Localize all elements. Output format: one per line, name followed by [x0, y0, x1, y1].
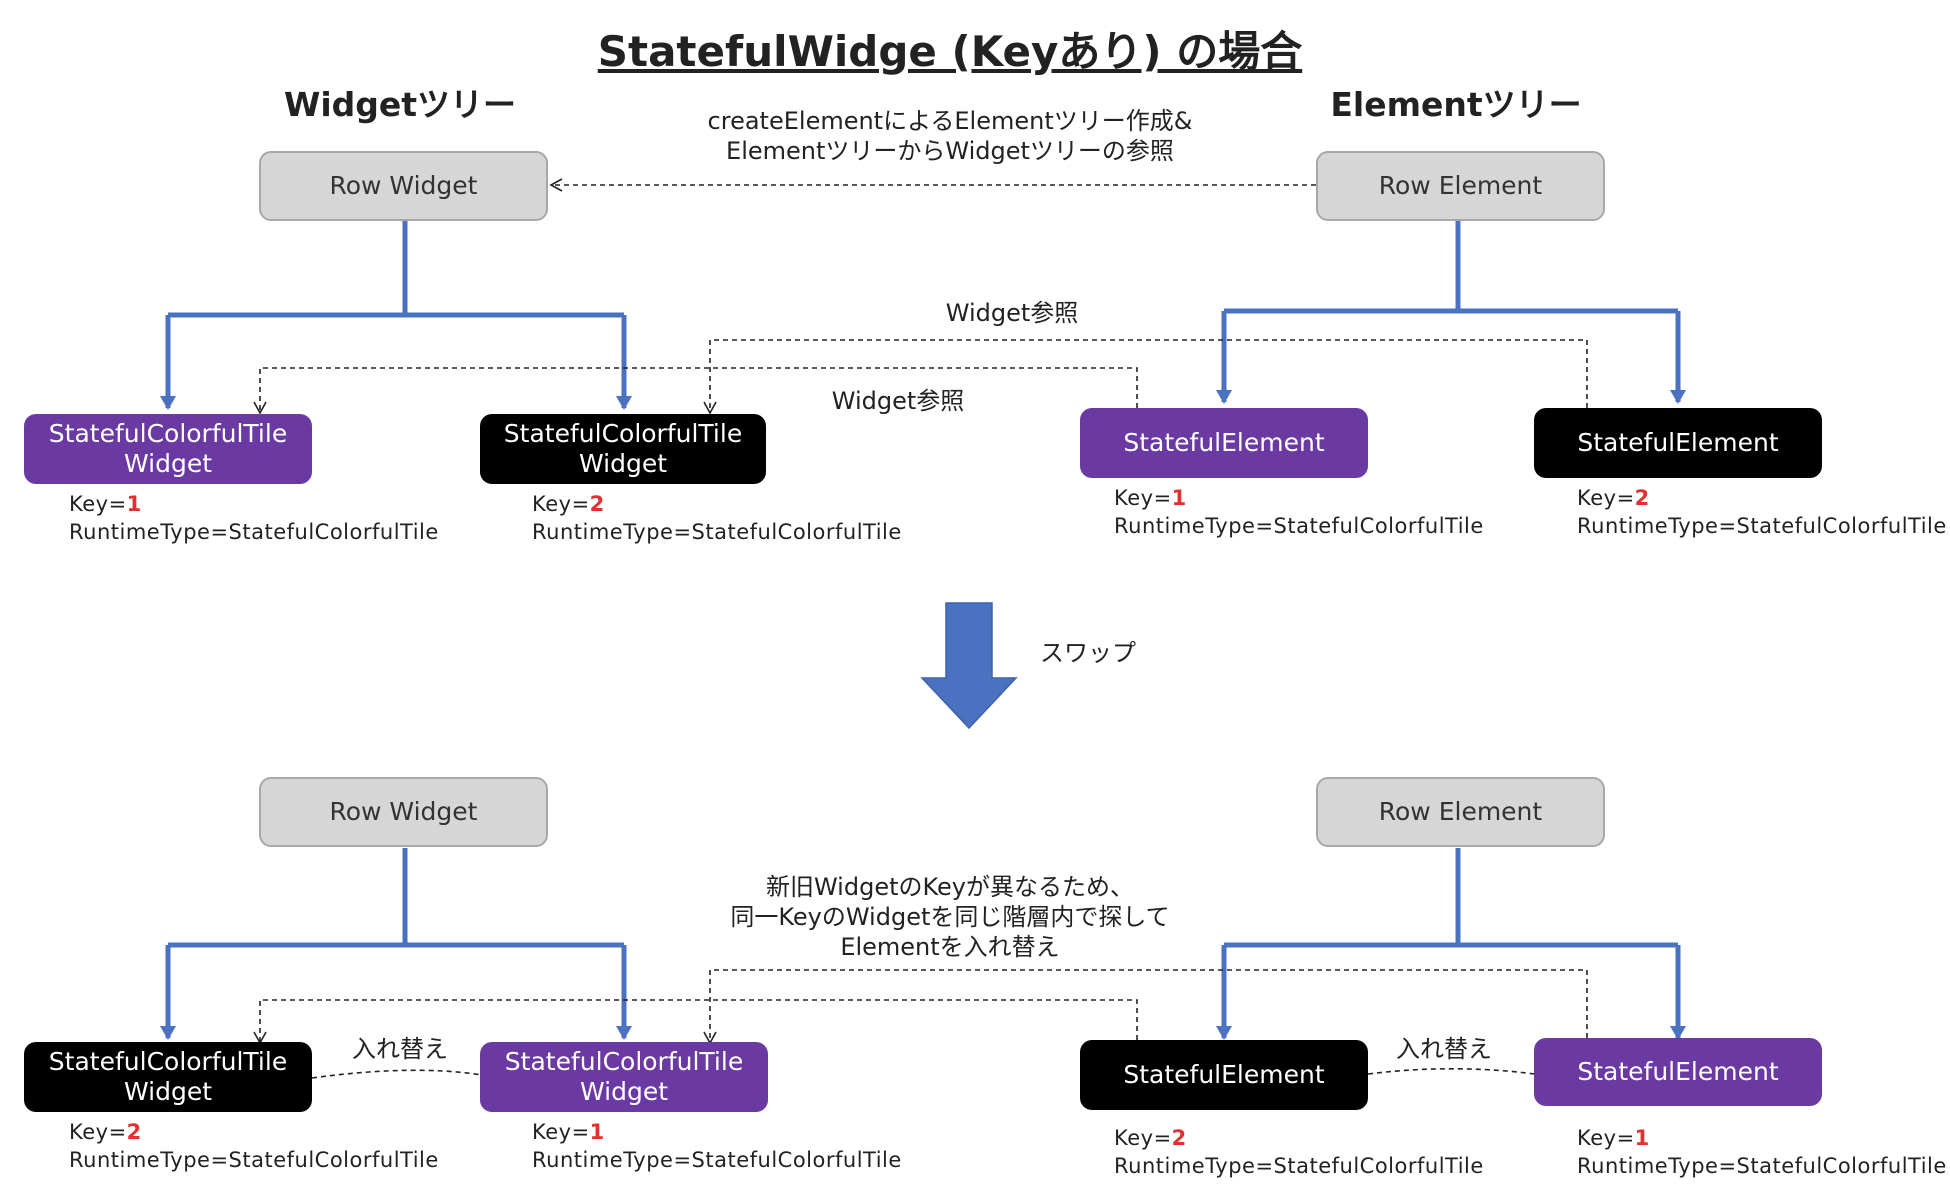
replace-label-widgets: 入れ替え	[352, 1035, 448, 1063]
bottom-widget-node-2: StatefulColorfulTile Widget	[480, 1042, 768, 1112]
bottom-widget-node-1: StatefulColorfulTile Widget	[24, 1042, 312, 1112]
node-label: StatefulElement	[1577, 428, 1779, 457]
replace-explanation-note: 新旧WidgetのKeyが異なるため、 同一KeyのWidgetを同じ階層内で探…	[700, 872, 1200, 962]
runtime-type: RuntimeType=StatefulColorfulTile	[1577, 1154, 1947, 1178]
bottom-element-node-2: StatefulElement	[1534, 1038, 1822, 1106]
key-value: 2	[126, 1120, 142, 1144]
runtime-type: RuntimeType=StatefulColorfulTile	[69, 1148, 439, 1172]
page-title: StatefulWidge (Keyあり) の場合	[597, 27, 1303, 76]
key-line: Key=1	[1577, 1126, 1650, 1150]
top-widget-2-meta: Key=2 RuntimeType=StatefulColorfulTile	[532, 490, 902, 546]
bottom-widget-tree-lines	[160, 848, 632, 1040]
bottom-row-widget-node: Row Widget	[259, 777, 548, 847]
node-label: StatefulElement	[1577, 1057, 1779, 1086]
key-value: 1	[126, 492, 142, 516]
create-element-note-line2: ElementツリーからWidgetツリーの参照	[726, 137, 1174, 165]
top-element-node-1: StatefulElement	[1080, 408, 1368, 478]
key-value: 1	[589, 1120, 605, 1144]
bottom-element-1-meta: Key=2 RuntimeType=StatefulColorfulTile	[1114, 1124, 1484, 1180]
swap-arrow-shape	[920, 602, 1018, 730]
swap-label: スワップ	[1040, 639, 1136, 667]
bottom-widget-1-meta: Key=2 RuntimeType=StatefulColorfulTile	[69, 1118, 439, 1174]
top-element-tree-lines	[1216, 220, 1686, 404]
bottom-dashed-references	[253, 969, 1588, 1088]
key-value: 2	[1171, 1126, 1187, 1150]
top-widget-1-meta: Key=1 RuntimeType=StatefulColorfulTile	[69, 490, 439, 546]
top-widget-tree-lines	[160, 220, 632, 410]
top-element-node-2: StatefulElement	[1534, 408, 1822, 478]
bottom-element-tree-lines	[1216, 848, 1686, 1040]
runtime-type: RuntimeType=StatefulColorfulTile	[532, 1148, 902, 1172]
widget-ref-label-b: Widget参照	[831, 387, 965, 415]
node-label-line2: Widget	[578, 449, 668, 478]
node-label: Row Element	[1378, 797, 1543, 826]
create-element-note-line1: createElementによるElementツリー作成&	[707, 107, 1193, 135]
key-line: Key=2	[532, 492, 605, 516]
node-label: Row Element	[1378, 171, 1543, 200]
top-row-element-node: Row Element	[1316, 151, 1605, 221]
key-line: Key=2	[69, 1120, 142, 1144]
key-line: Key=1	[532, 1120, 605, 1144]
key-value: 1	[1634, 1126, 1650, 1150]
create-element-note: createElementによるElementツリー作成& Elementツリー…	[630, 106, 1270, 166]
node-label: StatefulElement	[1123, 1060, 1325, 1089]
replace-note-line3: Elementを入れ替え	[840, 933, 1060, 961]
node-label-line1: StatefulColorfulTile	[503, 419, 743, 448]
top-element-1-meta: Key=1 RuntimeType=StatefulColorfulTile	[1114, 484, 1484, 540]
widget-ref-label-a: Widget参照	[945, 299, 1079, 327]
runtime-type: RuntimeType=StatefulColorfulTile	[1577, 514, 1947, 538]
top-row-widget-node: Row Widget	[259, 151, 548, 221]
key-value: 2	[589, 492, 605, 516]
runtime-type: RuntimeType=StatefulColorfulTile	[69, 520, 439, 544]
bottom-element-node-1: StatefulElement	[1080, 1040, 1368, 1110]
key-line: Key=1	[69, 492, 142, 516]
key-value: 2	[1634, 486, 1650, 510]
top-element-2-meta: Key=2 RuntimeType=StatefulColorfulTile	[1577, 484, 1947, 540]
replace-label-elements: 入れ替え	[1396, 1035, 1492, 1063]
element-tree-header: Elementツリー	[1330, 85, 1582, 124]
runtime-type: RuntimeType=StatefulColorfulTile	[532, 520, 902, 544]
key-line: Key=2	[1577, 486, 1650, 510]
node-label-line2: Widget	[123, 1077, 213, 1106]
replace-note-line1: 新旧WidgetのKeyが異なるため、	[765, 873, 1135, 901]
node-label-line1: StatefulColorfulTile	[48, 419, 288, 448]
node-label: Row Widget	[329, 797, 478, 826]
node-label-line2: Widget	[123, 449, 213, 478]
top-widget-node-2: StatefulColorfulTile Widget	[480, 414, 766, 484]
key-value: 1	[1171, 486, 1187, 510]
node-label-line2: Widget	[579, 1077, 669, 1106]
bottom-widget-2-meta: Key=1 RuntimeType=StatefulColorfulTile	[532, 1118, 902, 1174]
replace-note-line2: 同一KeyのWidgetを同じ階層内で探して	[730, 903, 1170, 931]
runtime-type: RuntimeType=StatefulColorfulTile	[1114, 1154, 1484, 1178]
node-label: Row Widget	[329, 171, 478, 200]
bottom-element-2-meta: Key=1 RuntimeType=StatefulColorfulTile	[1577, 1124, 1947, 1180]
node-label: StatefulElement	[1123, 428, 1325, 457]
node-label-line1: StatefulColorfulTile	[48, 1047, 288, 1076]
key-line: Key=2	[1114, 1126, 1187, 1150]
runtime-type: RuntimeType=StatefulColorfulTile	[1114, 514, 1484, 538]
node-label-line1: StatefulColorfulTile	[504, 1047, 744, 1076]
bottom-row-element-node: Row Element	[1316, 777, 1605, 847]
widget-tree-header: Widgetツリー	[283, 85, 517, 124]
top-dashed-references	[253, 178, 1588, 415]
key-line: Key=1	[1114, 486, 1187, 510]
top-widget-node-1: StatefulColorfulTile Widget	[24, 414, 312, 484]
